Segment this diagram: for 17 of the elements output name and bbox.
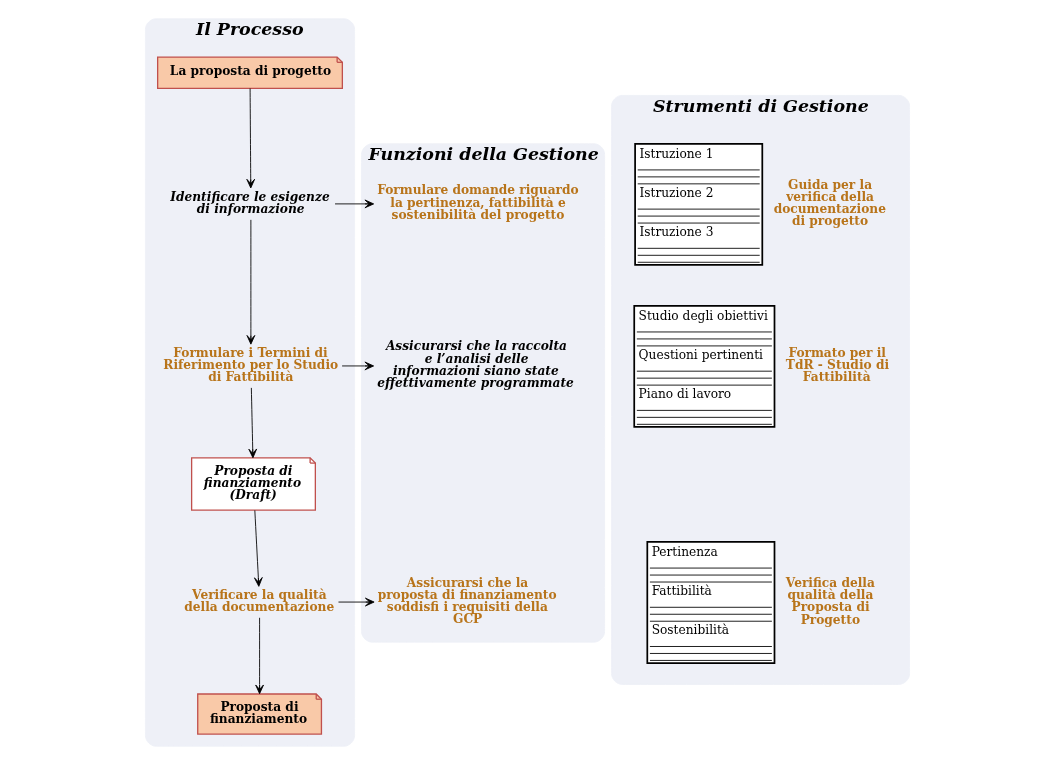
arrow [247, 387, 257, 459]
arrow [245, 88, 255, 189]
node-label: Guida per la verifica della documentazione di progetto [773, 177, 886, 229]
arrow [334, 199, 374, 209]
node-text: Assicurarsi che la proposta di finanziamento soddisfi i requisiti della GCP [377, 575, 557, 627]
node-text: Formulare domande riguardo la pertinenza, fattibilità e sostenibilità del progetto [376, 183, 579, 222]
node-text: Identificare le esigenze di informazione [169, 189, 330, 216]
arrow [254, 617, 264, 695]
node-text: Formulare i Termini di Riferimento per lo Studio di Fattibilità [162, 345, 338, 384]
node-label: Formato per il TdR - Studio di Fattibilità [785, 345, 889, 385]
node-text: Assicurarsi che la raccolta e l’analisi delle informazioni siano state effettivamente programmate [376, 339, 574, 391]
node-text: Verificare la qualità della documentazione [183, 587, 334, 614]
arrow [246, 219, 255, 345]
arrow [337, 597, 375, 607]
arrow [341, 361, 374, 371]
node-label: Verifica della qualità della Proposta di Progetto [785, 575, 875, 627]
arrow [253, 509, 263, 587]
